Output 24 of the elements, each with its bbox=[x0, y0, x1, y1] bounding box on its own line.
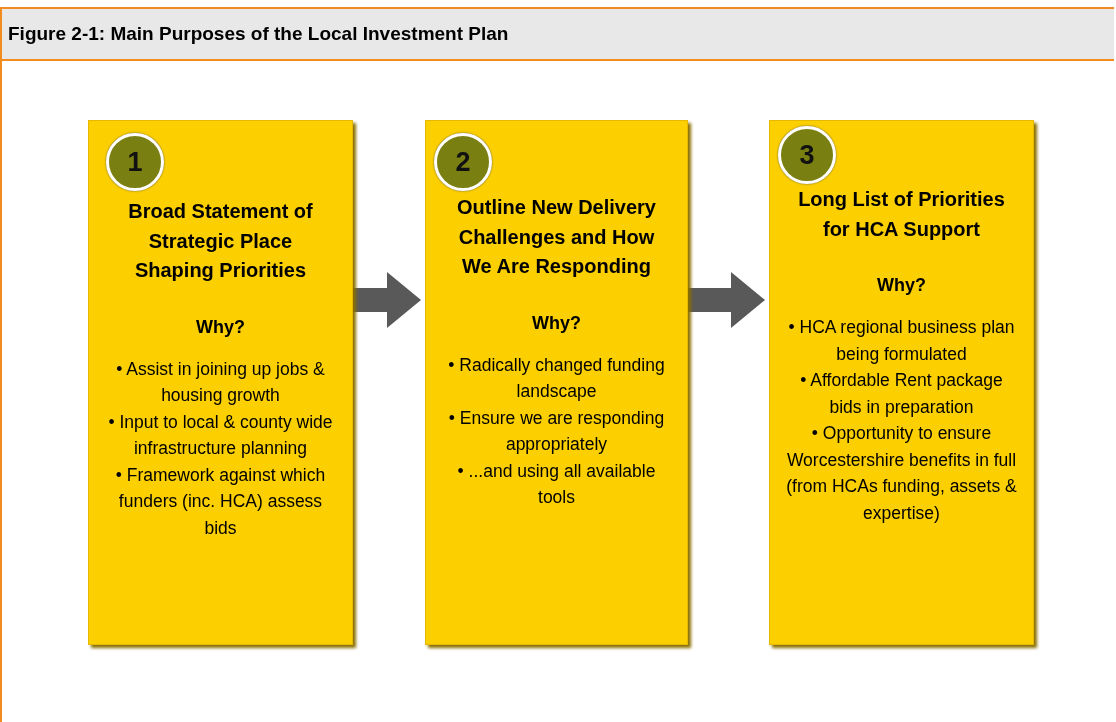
purpose-panel bbox=[88, 120, 353, 645]
panel-heading: Outline New Delivery Challenges and How We Are Responding bbox=[456, 195, 657, 279]
panel-heading: Broad Statement of Strategic Place Shaping Priorities bbox=[127, 199, 314, 283]
figure-title: Figure 2-1: Main Purposes of the Local Investment Plan bbox=[8, 23, 509, 45]
bullet-point: • Radically changed funding landscape bbox=[447, 353, 666, 403]
why-heading: Why? bbox=[531, 311, 582, 335]
bullet-point: • Assist in joining up jobs & housing growth bbox=[115, 357, 326, 407]
why-heading: Why? bbox=[876, 274, 927, 297]
bullet-point: • ...and using all available tools bbox=[456, 459, 657, 509]
bullet-point: • Opportunity to ensure Worcestershire benefits in full (from HCAs funding, assets & expertise) bbox=[785, 422, 1018, 525]
number-badge: 1 bbox=[106, 133, 164, 191]
purpose-panel bbox=[425, 120, 688, 645]
bullet-point: • Affordable Rent package bids in preparation bbox=[799, 369, 1004, 419]
block-arrow bbox=[688, 272, 765, 328]
bullet-point: • Input to local & county wide infrastructure planning bbox=[107, 410, 334, 460]
number-badge: 3 bbox=[778, 126, 836, 184]
block-arrow bbox=[353, 272, 421, 328]
bullet-point: • HCA regional business plan being formulated bbox=[787, 316, 1016, 366]
number-badge: 2 bbox=[434, 133, 492, 191]
why-heading: Why? bbox=[195, 315, 246, 339]
bullet-point: • Ensure we are responding appropriately bbox=[447, 406, 666, 456]
panel-heading: Long List of Priorities for HCA Support bbox=[797, 187, 1006, 242]
purpose-panel bbox=[769, 120, 1034, 645]
bullet-point: • Framework against which funders (inc. HCA) assess bids bbox=[114, 463, 327, 540]
